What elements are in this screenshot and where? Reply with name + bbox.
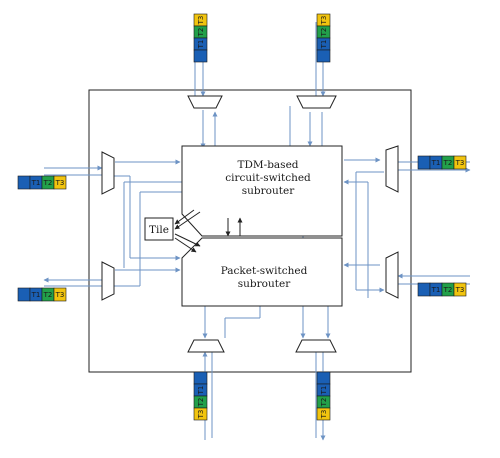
slot-cell — [17, 287, 31, 302]
tile-label: Tile — [149, 224, 169, 236]
slot-cell — [417, 282, 431, 297]
slot-cell — [17, 175, 31, 190]
slot-cell — [417, 155, 431, 170]
slot-label: T1 — [31, 179, 41, 187]
tile-links — [174, 209, 243, 253]
slot-cell — [316, 407, 331, 421]
slot-label: T1 — [431, 286, 441, 294]
mux-right-bottom — [385, 251, 399, 299]
slot-label: T2 — [443, 286, 453, 294]
tdm-label-line1: TDM-based — [237, 159, 298, 171]
mux-left-bottom — [101, 261, 115, 301]
internal-wires — [44, 22, 470, 438]
slot-cell — [193, 407, 208, 421]
packet-label-line1: Packet-switched — [221, 265, 308, 277]
slot-label: T2 — [197, 398, 205, 408]
slot-cell — [453, 155, 467, 170]
slot-label: T3 — [455, 286, 465, 294]
slot-label: T1 — [320, 40, 328, 50]
multiplexers — [101, 95, 399, 353]
slot-label: T2 — [443, 159, 453, 167]
slot-cell — [316, 371, 331, 385]
mux-top-right — [296, 95, 337, 109]
slot-label: T1 — [320, 386, 328, 396]
packet-label-line2: subrouter — [238, 278, 291, 290]
mux-bottom-right — [295, 339, 337, 353]
slot-cell — [53, 175, 67, 190]
tdm-subrouter: TDM-based circuit-switched subrouter — [181, 145, 343, 237]
slot-label: T1 — [431, 159, 441, 167]
slot-label: T3 — [55, 291, 65, 299]
slot-label: T2 — [197, 28, 205, 38]
mux-top-left — [187, 95, 223, 109]
packet-subrouter: Packet-switched subrouter — [181, 237, 343, 307]
slot-label: T3 — [55, 179, 65, 187]
mux-right-top — [385, 145, 399, 193]
tdm-label-line3: subrouter — [242, 185, 295, 197]
slot-label: T2 — [320, 398, 328, 408]
slot-label: T1 — [31, 291, 41, 299]
mux-bottom-left — [187, 339, 225, 353]
slot-label: T3 — [197, 410, 205, 420]
slot-label: T1 — [197, 386, 205, 396]
slot-label: T3 — [455, 159, 465, 167]
slot-label: T2 — [320, 28, 328, 38]
slot-label: T3 — [197, 16, 205, 26]
slot-cell — [193, 49, 208, 63]
port-arrows — [43, 20, 471, 441]
slot-label: T2 — [43, 179, 53, 187]
slot-cell — [453, 282, 467, 297]
slot-cell — [316, 49, 331, 63]
slot-label: T3 — [320, 410, 328, 420]
tdm-label-line2: circuit-switched — [225, 172, 311, 184]
tile-block: Tile — [144, 217, 174, 241]
slot-label: T2 — [43, 291, 53, 299]
slot-cell — [53, 287, 67, 302]
slot-cell — [193, 371, 208, 385]
slot-label: T1 — [197, 40, 205, 50]
mux-left-top — [101, 151, 115, 195]
slot-label: T3 — [320, 16, 328, 26]
